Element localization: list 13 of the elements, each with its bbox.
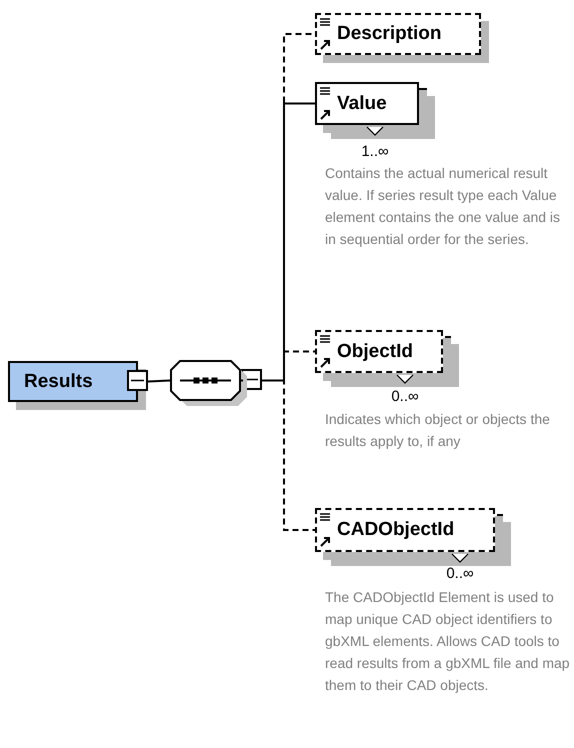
element-name: ObjectId [337, 340, 414, 362]
element-name: Value [337, 92, 387, 114]
connector-line [148, 380, 170, 382]
multiplicity-label: 0..∞ [445, 565, 475, 582]
multiplicity-label: 1..∞ [360, 143, 390, 160]
annotation-text: The CADObjectId Element is used to map unique CAD object identifiers to gbXML elements. Allows CAD tools to read results from a gbXML file and map them to their CAD objects. [325, 588, 571, 695]
annotation-text: Indicates which object or objects the results apply to, if any [325, 410, 551, 451]
multiplicity-label: 0..∞ [390, 388, 420, 405]
element-name: Description [337, 23, 442, 45]
element-name: CADObjectId [337, 519, 454, 541]
element-name: Results [24, 370, 93, 392]
connector-line [262, 380, 315, 531]
annotation-text: Contains the actual numerical result value. If series result type each Value element contains the one value and is in sequential order for the series. [325, 164, 562, 249]
